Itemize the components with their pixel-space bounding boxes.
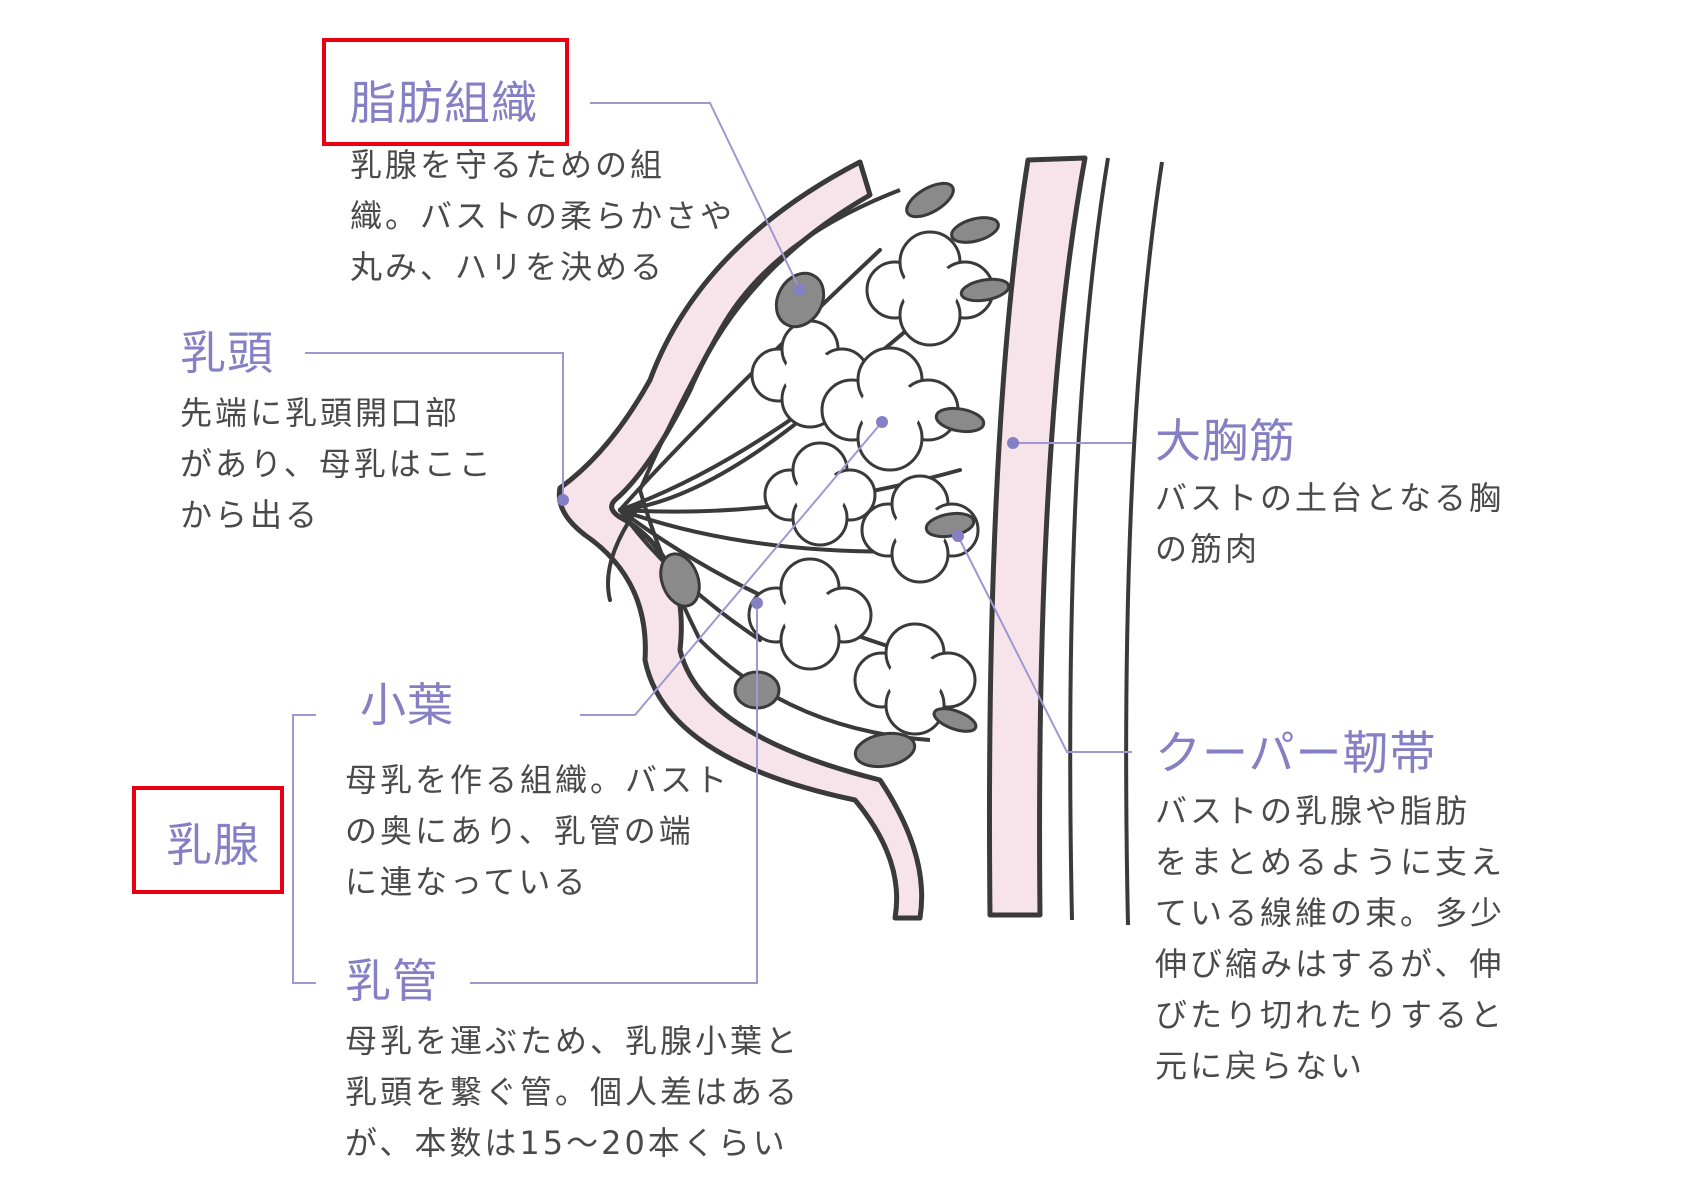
desc-daikyoukin: バストの土台となる胸 の筋肉 xyxy=(1155,473,1504,575)
label-shibou-soshiki: 脂肪組織 xyxy=(350,76,538,130)
desc-line: 元に戻らない xyxy=(1155,1047,1366,1085)
desc-line: バストの乳腺や脂肪 xyxy=(1155,792,1471,830)
leader-cooper xyxy=(957,535,1132,753)
desc-shouyou: 母乳を作る組織。バスト の奥にあり、乳管の端 に連なっている xyxy=(345,755,730,908)
rib-line-1 xyxy=(1068,157,1110,921)
leader-shibou-soshiki xyxy=(590,102,801,291)
leader-nyuutou xyxy=(305,352,564,500)
fat-lobule-10 xyxy=(932,707,978,733)
dot-shibou-soshiki xyxy=(794,284,806,296)
desc-line: 伸び縮みはするが、伸 xyxy=(1155,945,1505,983)
fat-lobule-9 xyxy=(853,731,917,769)
lobule-4 xyxy=(763,441,877,547)
desc-line: の筋肉 xyxy=(1155,530,1261,568)
fat-lobule-4 xyxy=(959,277,1011,303)
desc-line: 丸み、ハリを決める xyxy=(350,248,666,286)
desc-line: びたり切れたりすると xyxy=(1155,996,1506,1034)
highlight-box-shibou-soshiki xyxy=(322,38,569,146)
desc-line: 母乳を作る組織。バスト xyxy=(345,761,731,799)
fat-lobule-2 xyxy=(905,181,955,219)
dot-nyuutou xyxy=(557,494,569,506)
leader-nyuukan xyxy=(470,603,758,984)
desc-line: 母乳を運ぶため、乳腺小葉と xyxy=(345,1022,801,1060)
desc-line: バストの土台となる胸 xyxy=(1155,479,1505,517)
label-nyuukan: 乳管 xyxy=(345,954,439,1008)
desc-line: 乳腺を守るための組 xyxy=(350,146,666,184)
rib-line-2 xyxy=(1124,161,1164,926)
desc-nyuukan: 母乳を運ぶため、乳腺小葉と 乳頭を繋ぐ管。個人差はある が、本数は15〜20本く… xyxy=(345,1016,800,1169)
dot-cooper xyxy=(952,530,964,542)
leader-nyuusen-bracket xyxy=(292,714,316,984)
desc-line: 織。バストの柔らかさや xyxy=(350,197,736,235)
dot-shouyou xyxy=(876,416,888,428)
desc-line: ている線維の束。多少 xyxy=(1155,894,1506,932)
desc-line: に連なっている xyxy=(345,863,589,901)
label-shouyou: 小葉 xyxy=(360,678,454,732)
desc-cooper: バストの乳腺や脂肪 をまとめるように支え ている線維の束。多少 伸び縮みはするが… xyxy=(1155,786,1505,1092)
lobule-7 xyxy=(853,622,977,736)
desc-line: が、本数は15〜20本くらい xyxy=(345,1124,788,1162)
dot-daikyoukin xyxy=(1007,437,1019,449)
dot-nyuukan xyxy=(751,597,763,609)
fat-lobule-3 xyxy=(950,216,1000,244)
label-daikyoukin: 大胸筋 xyxy=(1155,414,1296,468)
fat-lobule-5 xyxy=(934,406,986,434)
desc-line: 乳頭を繋ぐ管。個人差はある xyxy=(345,1073,801,1111)
leader-shouyou xyxy=(580,421,883,716)
fat-lobule-1 xyxy=(774,271,826,329)
fat-lobule-7 xyxy=(659,552,701,608)
pectoral-muscle-band xyxy=(986,155,1088,918)
desc-line: があり、母乳はここ xyxy=(180,445,494,483)
leader-lines xyxy=(292,102,1132,984)
fat-lobules xyxy=(659,181,1011,769)
fat-lobule-6 xyxy=(924,511,976,539)
desc-line: 先端に乳頭開口部 xyxy=(180,394,461,432)
label-cooper: クーパー靭帯 xyxy=(1155,726,1437,780)
desc-shibou-soshiki: 乳腺を守るための組 織。バストの柔らかさや 丸み、ハリを決める xyxy=(350,140,735,293)
label-nyuutou: 乳頭 xyxy=(180,326,274,380)
label-nyuusen: 乳腺 xyxy=(166,818,260,872)
leader-dots xyxy=(557,284,1019,609)
breast-skin-band xyxy=(556,159,925,921)
highlight-box-nyuusen xyxy=(132,786,284,894)
lobule-6 xyxy=(747,557,873,671)
desc-nyuutou: 先端に乳頭開口部 があり、母乳はここ から出る xyxy=(180,388,494,541)
desc-line: の奥にあり、乳管の端 xyxy=(345,812,694,850)
desc-line: をまとめるように支え xyxy=(1155,843,1506,881)
desc-line: から出る xyxy=(180,496,321,534)
